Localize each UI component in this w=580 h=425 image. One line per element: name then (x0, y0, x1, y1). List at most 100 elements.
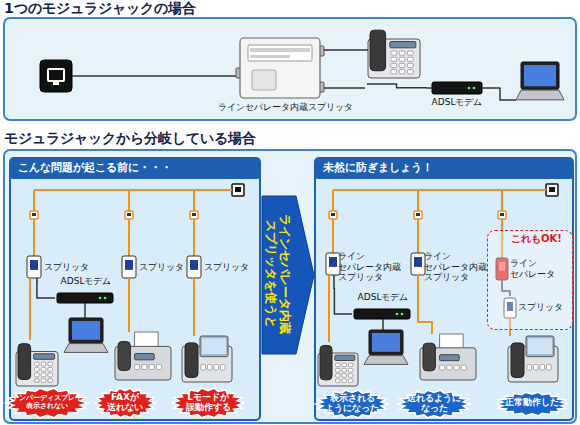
laptop-icon (72, 321, 100, 340)
node-text: スプリッタ (204, 262, 249, 272)
node-text: ナンバーディスプレイ 表示されない (11, 395, 83, 410)
modem-box: ADSLモデム (55, 276, 119, 306)
ok-dashed-box: これもOK! ライン セパレータスプリッタ (487, 230, 573, 330)
wire (333, 275, 335, 289)
modular-jack-icon (416, 213, 420, 216)
phone-line (33, 190, 35, 211)
node-text: 1つのモジュラジャックの場合 (4, 0, 196, 17)
wire (324, 49, 368, 51)
splitter-device (250, 55, 290, 58)
telephone-icon (34, 354, 55, 360)
node-text: FAXが 送れない (100, 393, 150, 413)
splitter-device (248, 45, 312, 61)
wall-jack-icon (48, 69, 64, 81)
node-text: 送れるように なった (404, 394, 464, 414)
node-text: これもOK! (511, 233, 562, 245)
l-mode-phone-icon (221, 365, 226, 371)
panel-ground (4, 150, 576, 423)
panel-ground (10, 158, 260, 420)
splitter-box: ライン セパレータ内蔵 スプリッタ (405, 250, 486, 288)
splitter-box: スプリッタ (501, 296, 565, 320)
telephone-icon (399, 51, 405, 55)
node-text: スプリッタ (139, 262, 184, 272)
l-mode-phone-icon (528, 338, 552, 354)
l-mode-phone-icon (214, 365, 219, 371)
wire (426, 87, 432, 89)
splitter-icon (329, 257, 337, 267)
burst-outline (95, 388, 155, 418)
l-mode-phone-icon (201, 365, 206, 371)
splitter-icon (27, 256, 41, 278)
telephone-icon (390, 42, 416, 48)
node-text: ライン セパレータ内蔵 スプリッタ (424, 251, 484, 283)
l-mode-phone-icon (534, 365, 539, 371)
wall-jack-icon (40, 60, 72, 92)
fax-icon (461, 365, 466, 370)
fax-icon (135, 365, 140, 370)
splitter-icon (125, 260, 133, 270)
laptop-icon (524, 65, 556, 86)
problem-burst: ナンバーディスプレイ 表示されない (6, 388, 88, 418)
telephone-icon (336, 379, 340, 383)
modem-box: ADSLモデム (426, 78, 490, 112)
l-mode-phone-icon (526, 336, 554, 357)
panel-header-band (10, 158, 260, 179)
panel-header-band (315, 158, 573, 179)
result-burst: 正常動作した (496, 392, 568, 416)
l-mode-phone-icon (185, 343, 198, 378)
wire-connector (367, 84, 426, 88)
panel-ground (315, 158, 573, 420)
phone-line (418, 275, 432, 334)
node-text: ライン セパレータ内蔵 スプリッタ (338, 251, 398, 283)
l-mode-phone-icon (200, 336, 228, 357)
phone-line (33, 219, 35, 256)
modular-jack-icon (329, 211, 337, 219)
adsl-modem-icon (104, 297, 107, 300)
node-text: スプリッタ (44, 262, 89, 272)
problem-burst: Lモードが 誤動作する (172, 388, 244, 418)
telephone-icon (408, 51, 414, 55)
phone-line (193, 278, 195, 336)
telephone-icon (48, 379, 53, 383)
phone-line (29, 278, 31, 340)
adsl-modem-icon (57, 293, 113, 303)
line-separator-box: ライン セパレータ (493, 256, 570, 286)
l-mode-phone-icon (208, 365, 213, 371)
phone-line (193, 190, 195, 211)
modular-jack-icon (32, 213, 36, 216)
telephone-icon (342, 368, 346, 372)
telephone-icon (391, 57, 397, 61)
splitter-device-box: ラインセパレータ内蔵スプリッタ (205, 34, 367, 118)
telephone-icon (348, 363, 352, 367)
l-mode-phone-icon (527, 365, 532, 371)
telephone-icon (41, 362, 46, 366)
phone-line (128, 278, 130, 332)
telephone-icon (41, 368, 46, 372)
wall-jack-icon (53, 81, 59, 85)
panel-ground (4, 18, 576, 120)
node-text: 正常動作した (502, 398, 562, 408)
splitter-icon (326, 253, 340, 275)
modular-jack-icon (414, 211, 422, 219)
telephone-icon (34, 379, 39, 383)
fax-icon (142, 365, 147, 370)
wire (482, 88, 516, 100)
splitter-device (252, 70, 276, 90)
section-heading-block: モジュラジャックから分岐している場合こんな問題が起こる前に・・・スプリッタスプリ… (0, 130, 580, 423)
telephone-icon (336, 363, 340, 367)
telephone-icon (399, 70, 405, 74)
splitter-device (240, 38, 320, 98)
modular-jack-icon (190, 211, 198, 219)
node-text: ラインセパレータ内蔵スプリッタ (205, 102, 365, 113)
fax-icon (156, 365, 161, 370)
splitter-icon (411, 253, 425, 275)
l-mode-phone-icon (547, 365, 552, 371)
result-burst: 表示される ようになった (316, 390, 388, 418)
fax-icon (423, 343, 435, 371)
telephone-icon (408, 57, 414, 61)
phone-line (333, 189, 546, 191)
fax-icon (118, 342, 130, 371)
fax-icon (447, 365, 452, 370)
telephone-icon (48, 373, 53, 377)
